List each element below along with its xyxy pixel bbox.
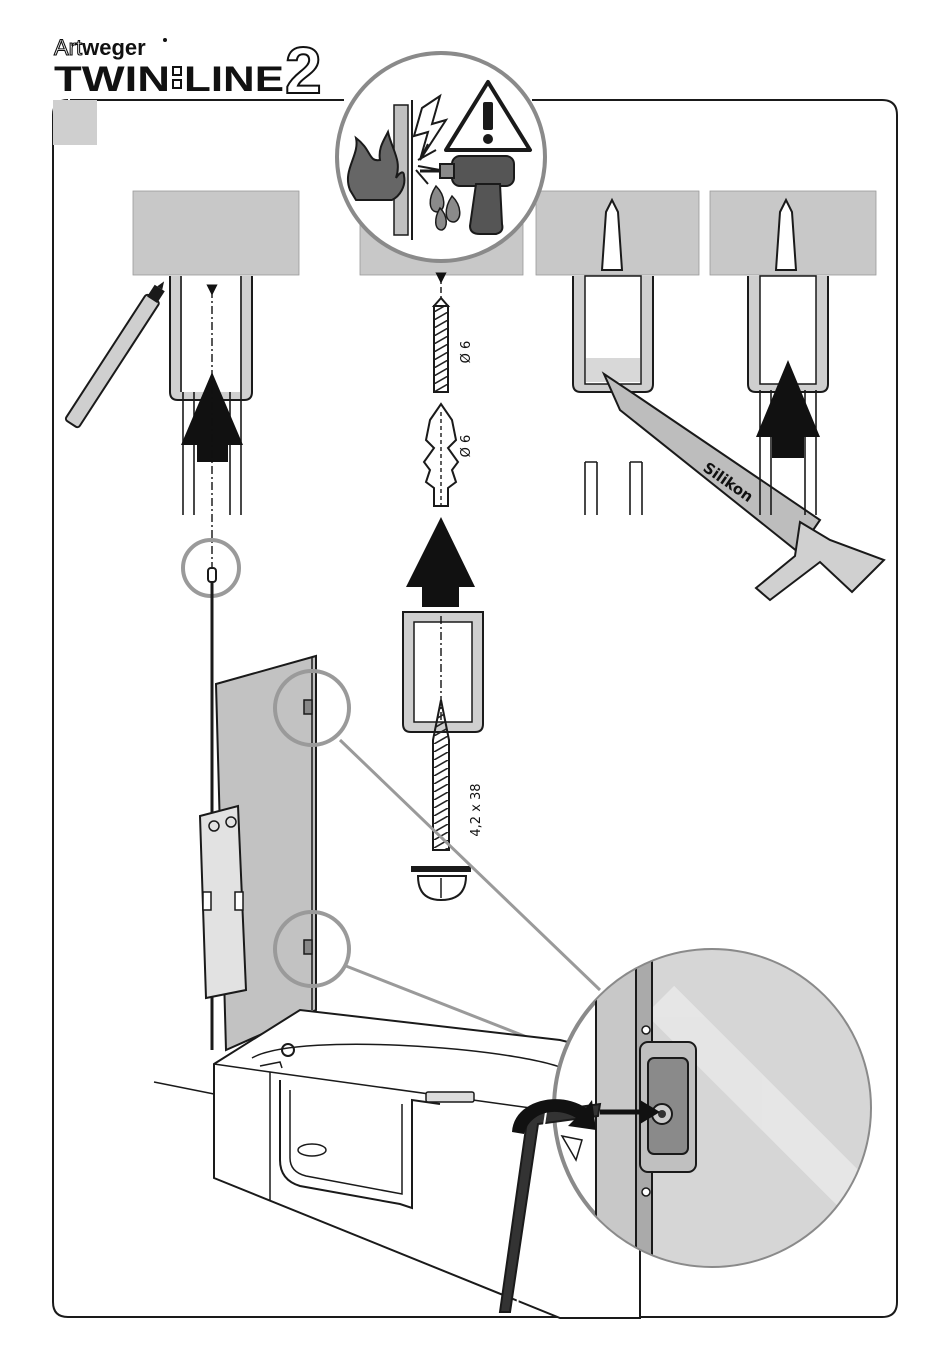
- step-drill-dowel: Ø 6 Ø 6 4,2 x 38: [403, 278, 484, 900]
- marker-pen-icon: [65, 277, 171, 428]
- step-number-tab: [53, 100, 97, 145]
- product-name-right: LINE: [184, 60, 284, 99]
- wall-dowel-icon: [424, 404, 458, 506]
- screw-size-label: 4,2 x 38: [469, 783, 484, 836]
- svg-text:Artweger: Artweger: [54, 35, 146, 60]
- product-number: 2: [285, 33, 322, 107]
- silicone-gun-icon: Silikon: [604, 374, 884, 600]
- bathtub-assembly: [154, 568, 640, 1318]
- push-up-arrow-icon: [406, 517, 475, 607]
- step-mark: [65, 276, 252, 596]
- brand-art: Art: [54, 35, 82, 60]
- brand-weger: weger: [81, 35, 146, 60]
- brand-logo: Artweger TWIN LINE 2: [54, 33, 322, 107]
- drill-diameter-label: Ø 6: [459, 341, 474, 364]
- warning-callout: [337, 53, 545, 261]
- dowel-diameter-label: Ø 6: [459, 435, 474, 458]
- drill-bit-icon: [434, 298, 448, 392]
- product-name-left: TWIN: [54, 60, 170, 99]
